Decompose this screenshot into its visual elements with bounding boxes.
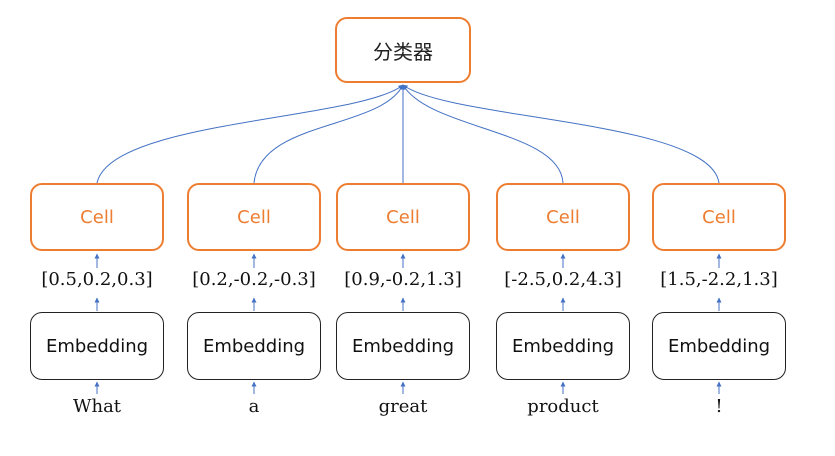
classifier-node: 分类器 xyxy=(335,17,471,83)
input-word-1: What xyxy=(72,396,122,417)
embedding-label: Embedding xyxy=(351,335,455,357)
cell-label: Cell xyxy=(386,206,420,228)
cell-label: Cell xyxy=(702,206,736,228)
embedding-node-1: Embedding xyxy=(30,312,164,380)
vector-to-cell-arrows xyxy=(94,253,722,268)
embedding-label: Embedding xyxy=(511,335,615,357)
vector-label-5: [1.5,-2.2,1.3] xyxy=(660,269,778,290)
classifier-label: 分类器 xyxy=(373,39,433,64)
input-word-4: product xyxy=(527,396,599,417)
vector-label-2: [0.2,-0.2,-0.3] xyxy=(192,269,316,290)
connector-curve-1 xyxy=(96,84,404,184)
embedding-to-vector-arrows xyxy=(94,297,722,311)
embedding-node-5: Embedding xyxy=(652,312,786,380)
cell-node-5: Cell xyxy=(652,183,786,251)
embedding-node-3: Embedding xyxy=(336,312,470,380)
embedding-node-2: Embedding xyxy=(187,312,321,380)
embedding-label: Embedding xyxy=(202,335,306,357)
input-word-3: great xyxy=(378,396,428,417)
cell-label: Cell xyxy=(80,206,114,228)
input-word-5: ! xyxy=(715,396,723,417)
vector-label-3: [0.9,-0.2,1.3] xyxy=(344,269,462,290)
connector-curve-5 xyxy=(402,84,720,184)
cell-node-1: Cell xyxy=(30,183,164,251)
embedding-node-4: Embedding xyxy=(496,312,630,380)
connector-curve-4 xyxy=(402,84,564,184)
embedding-label: Embedding xyxy=(45,335,149,357)
input-word-2: a xyxy=(248,396,260,417)
embedding-label: Embedding xyxy=(667,335,771,357)
connector-curve-2 xyxy=(253,84,404,184)
cell-node-3: Cell xyxy=(336,183,470,251)
cell-node-2: Cell xyxy=(187,183,321,251)
vector-label-4: [-2.5,0.2,4.3] xyxy=(504,269,622,290)
word-to-embedding-arrows xyxy=(94,381,722,394)
vector-label-1: [0.5,0.2,0.3] xyxy=(41,269,153,290)
cell-label: Cell xyxy=(546,206,580,228)
cell-node-4: Cell xyxy=(496,183,630,251)
cell-label: Cell xyxy=(237,206,271,228)
